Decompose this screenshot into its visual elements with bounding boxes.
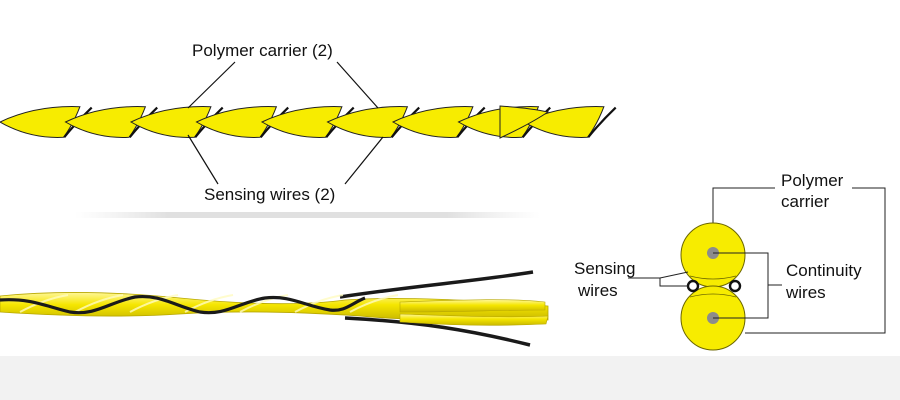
schematic-twisted-cable	[0, 105, 617, 139]
photo-twist-highlight	[19, 294, 69, 313]
polymer-carrier-label-line1: Polymer	[781, 171, 844, 190]
photo-yellow-carrier-body	[0, 291, 549, 321]
continuity-wires-label-line2: wires	[785, 283, 826, 302]
sensing-wires-label-top: Sensing wires (2)	[204, 185, 335, 204]
polymer-carrier-label-top: Polymer carrier (2)	[192, 41, 333, 60]
sensing-wire-right	[728, 279, 742, 293]
photo-black-wire-wrap	[0, 294, 366, 315]
polymer-bracket-right	[745, 187, 886, 334]
photo-twist-highlight	[129, 294, 179, 313]
photo-twist-highlight	[74, 294, 124, 313]
carrier-contact-line	[689, 275, 737, 280]
divider-bar	[75, 212, 540, 218]
photo-twisted-cable	[0, 270, 549, 347]
photo-yellow-end-upper	[399, 299, 546, 313]
sensing-wire-stroke	[587, 106, 617, 138]
photo-twist-highlight	[294, 294, 344, 313]
twist-tip	[499, 105, 550, 139]
photo-twist-highlight	[239, 294, 289, 313]
photo-twist-highlight	[349, 294, 399, 313]
continuity-wires-label-line1: Continuity	[786, 261, 862, 280]
sensing-wires-label-line2: wires	[577, 281, 618, 300]
polymer-carrier-label-line2: carrier	[781, 192, 830, 211]
photo-yellow-end-lower	[399, 313, 549, 326]
carrier-contact-line-2	[689, 293, 737, 298]
leader-lines-top	[187, 61, 384, 185]
photo-black-wire-lower-end	[344, 316, 531, 347]
sensing-leader	[628, 277, 688, 287]
photo-black-wire-upper-end	[339, 270, 534, 299]
sensing-wire-left	[686, 279, 700, 293]
sensing-wires-label-line1: Sensing	[574, 259, 635, 278]
sensing-leader-2	[659, 271, 689, 279]
cross-section-diagram: Polymer carrier Sensing wires Continuity…	[574, 171, 886, 351]
polymer-bracket-left	[712, 187, 775, 228]
